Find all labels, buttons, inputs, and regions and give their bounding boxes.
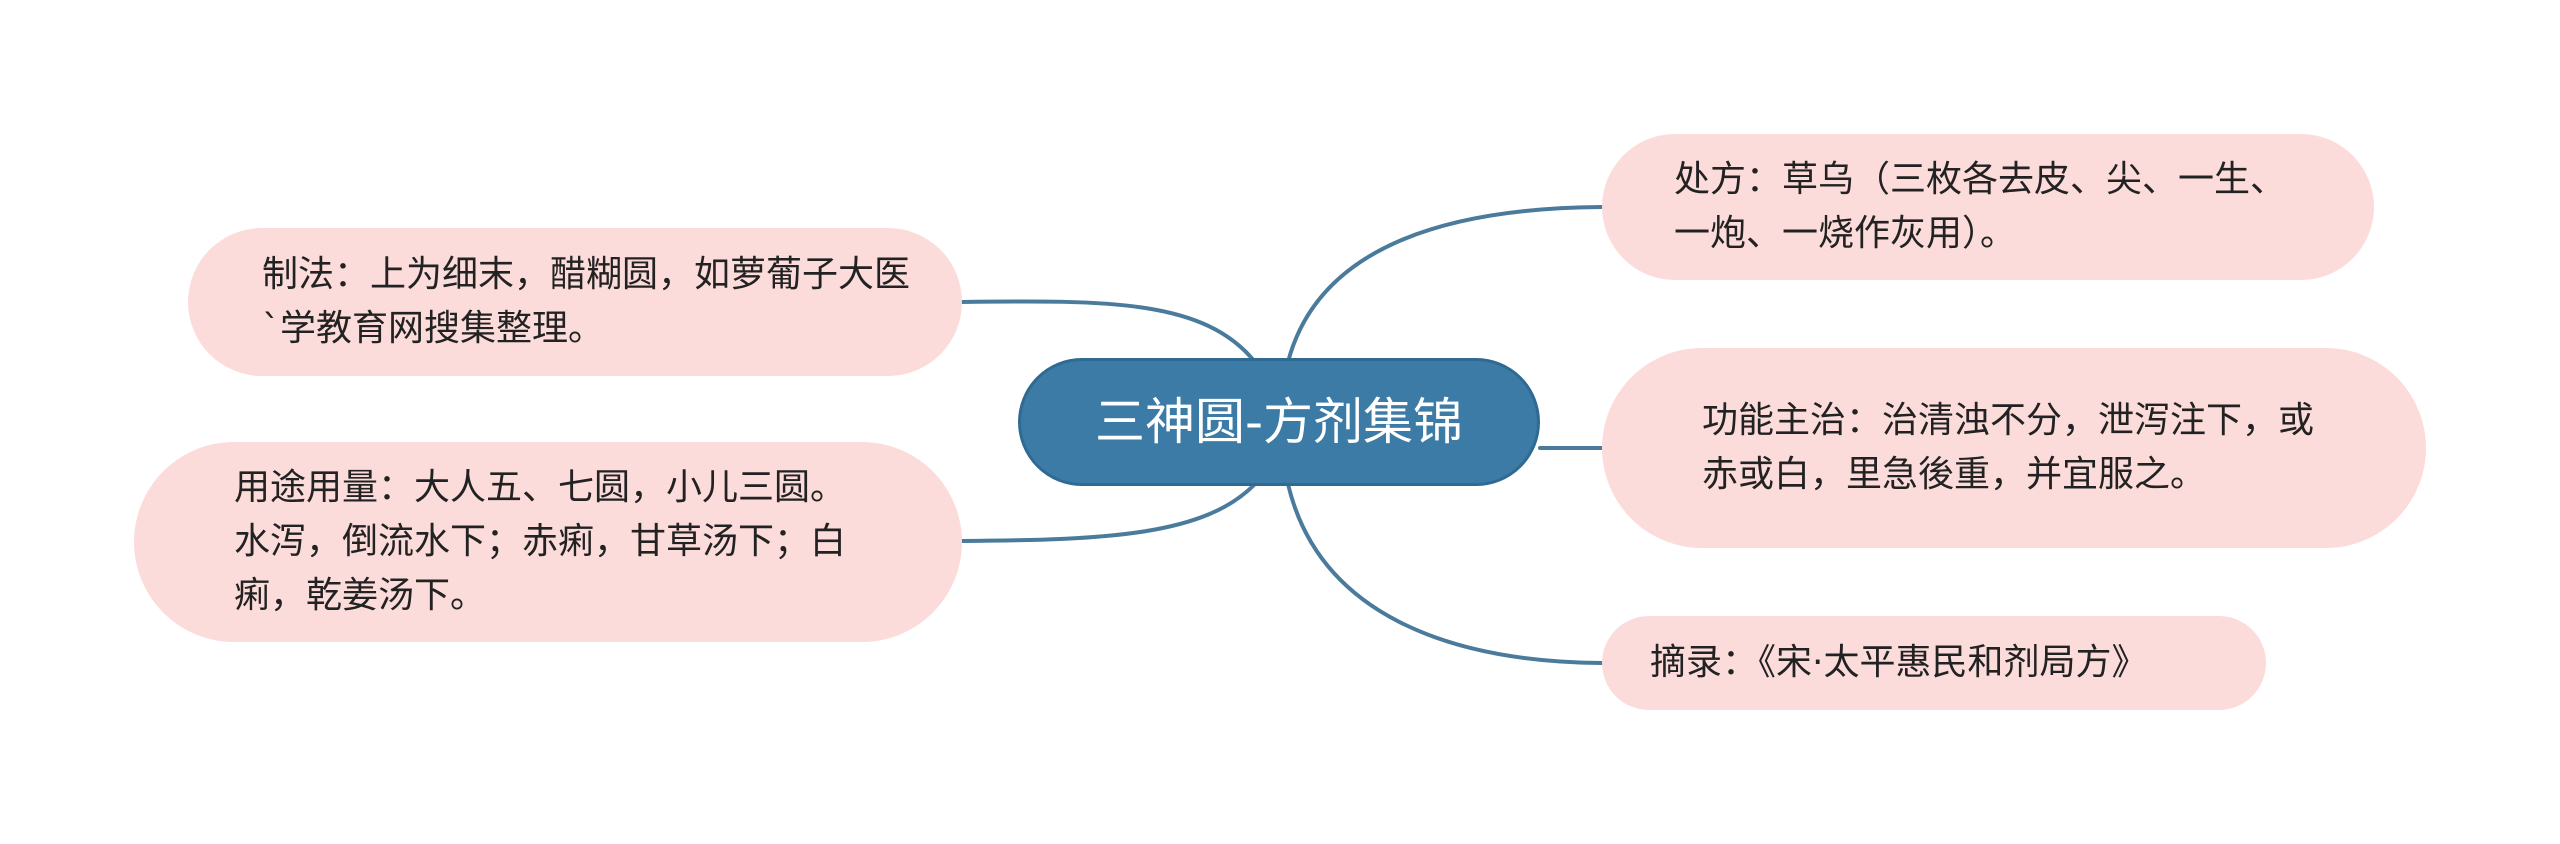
branch-zhailu-label: 摘录：《宋·太平惠民和剂局方》 bbox=[1650, 642, 2148, 683]
branch-yongtu[interactable]: 用途用量：大人五、七圆，小儿三圆。水泻，倒流水下；赤痢，甘草汤下；白痢，乾姜汤下… bbox=[134, 442, 962, 642]
branch-chufang[interactable]: 处方：草乌（三枚各去皮、尖、一生、一炮、一烧作灰用）。 bbox=[1602, 134, 2374, 280]
branch-chufang-label: 处方：草乌（三枚各去皮、尖、一生、一炮、一烧作灰用）。 bbox=[1674, 159, 2287, 254]
branch-gongneng-label: 功能主治：治清浊不分，泄泻注下，或赤或白，里急後重，并宜服之。 bbox=[1702, 400, 2315, 495]
branch-yongtu-label: 用途用量：大人五、七圆，小儿三圆。水泻，倒流水下；赤痢，甘草汤下；白痢，乾姜汤下… bbox=[234, 467, 847, 616]
link-zhifa bbox=[960, 299, 1257, 364]
branch-zhailu[interactable]: 摘录：《宋·太平惠民和剂局方》 bbox=[1602, 616, 2266, 710]
link-chufang bbox=[1286, 205, 1604, 364]
central-topic-label: 三神圆-方剂集锦 bbox=[1094, 393, 1464, 451]
branch-zhifa-label: 制法：上为细末，醋糊圆，如萝葡子大医`学教育网搜集整理。 bbox=[262, 254, 911, 349]
link-yongtu bbox=[960, 482, 1257, 543]
central-topic[interactable]: 三神圆-方剂集锦 bbox=[1018, 358, 1540, 486]
branch-gongneng[interactable]: 功能主治：治清浊不分，泄泻注下，或赤或白，里急後重，并宜服之。 bbox=[1602, 348, 2426, 548]
link-zhailu bbox=[1286, 482, 1604, 665]
branch-zhifa[interactable]: 制法：上为细末，醋糊圆，如萝葡子大医`学教育网搜集整理。 bbox=[188, 228, 962, 376]
